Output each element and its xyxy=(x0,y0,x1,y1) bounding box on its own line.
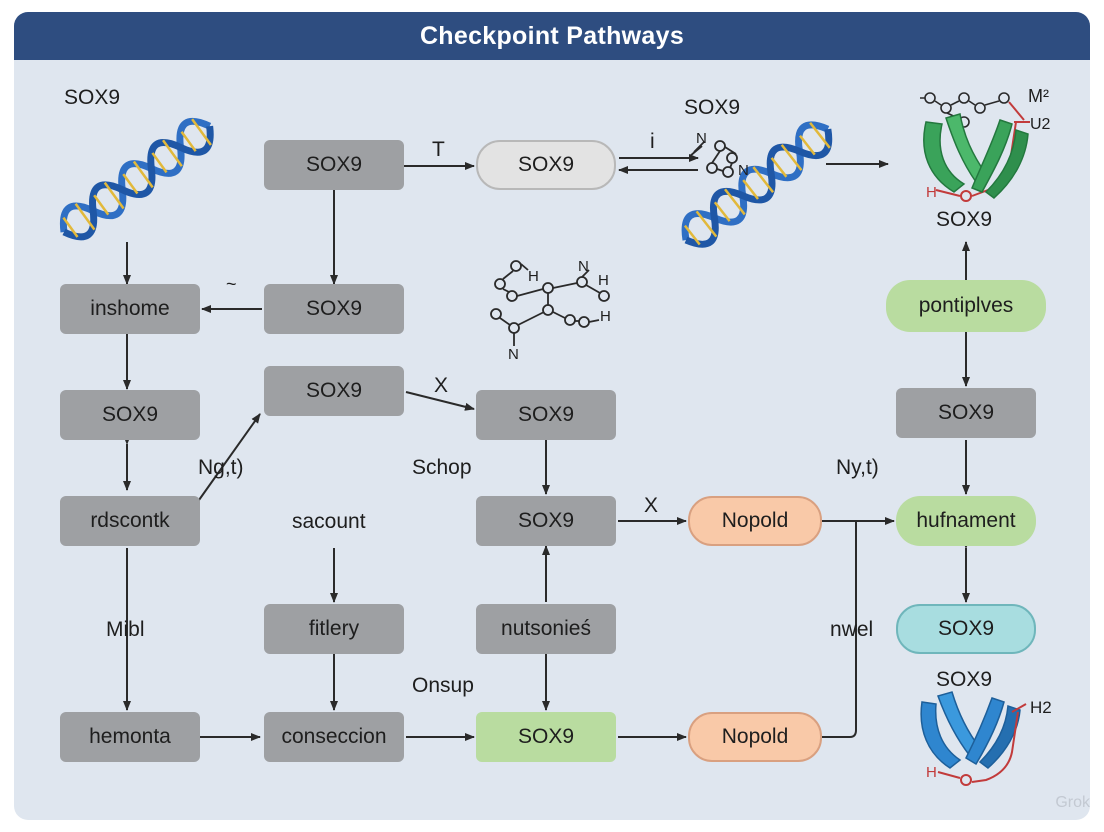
molecule-icon xyxy=(490,260,610,346)
label-mol-n-3: N xyxy=(578,258,589,275)
node-sox9-top[interactable]: SOX9 xyxy=(264,140,404,190)
label-ng: Ng,t) xyxy=(198,456,244,479)
node-sox9-green[interactable]: SOX9 xyxy=(476,712,616,762)
node-sox9-center[interactable]: SOX9 xyxy=(476,390,616,440)
dna-helix-icon xyxy=(681,121,833,248)
label-sox9-protein-top: SOX9 xyxy=(936,208,993,231)
label-sacount: sacount xyxy=(292,510,366,533)
node-nopold-1[interactable]: Nopold xyxy=(688,496,822,546)
node-fitlery[interactable]: fitlery xyxy=(264,604,404,654)
node-rdscontk[interactable]: rdscontk xyxy=(60,496,200,546)
label-h-top: H xyxy=(926,184,937,201)
dna-helix-icon xyxy=(59,117,214,241)
arrow-n20-to-merge xyxy=(822,521,857,738)
node-pontiplves[interactable]: pontiplves xyxy=(886,280,1046,332)
diagram-panel: Checkpoint Pathways xyxy=(14,12,1090,820)
edge-label-tilde: ~ xyxy=(226,274,237,294)
edge-label-t: T xyxy=(432,138,445,161)
diagram-title: Checkpoint Pathways xyxy=(14,12,1090,60)
watermark: Grok xyxy=(1055,794,1090,811)
edge-label-i: i xyxy=(650,130,655,153)
label-sox9-dna-top: SOX9 xyxy=(684,96,741,119)
node-hufnament[interactable]: hufnament xyxy=(896,496,1036,546)
label-mol-h-1: H xyxy=(528,268,539,285)
node-sox9-center-2[interactable]: SOX9 xyxy=(476,496,616,546)
label-mol-h-3: H xyxy=(600,308,611,325)
arrow-n6-to-n7 xyxy=(405,391,475,411)
node-sox9-right[interactable]: SOX9 xyxy=(896,388,1036,438)
label-schop: Schop xyxy=(412,456,472,479)
node-inshome[interactable]: SOX9 xyxy=(264,284,404,334)
label-h2: H2 xyxy=(1030,698,1052,717)
node-sox9-teal[interactable]: SOX9 xyxy=(896,604,1036,654)
edge-label-x-2: X xyxy=(644,494,659,517)
label-mol-n-1: N xyxy=(696,130,707,147)
arrow-n8-to-n6 xyxy=(198,413,261,501)
label-u2: U2 xyxy=(1030,116,1051,133)
label-mol-n-2: N xyxy=(738,162,749,179)
node-sox9-left-2[interactable]: SOX9 xyxy=(60,390,200,440)
label-sox9-protein-bottom: SOX9 xyxy=(936,668,993,691)
protein-ribbon-icon xyxy=(920,92,1030,202)
label-mol-n-4: N xyxy=(508,346,519,363)
protein-ribbon-icon xyxy=(920,691,1027,786)
node-sox9-left[interactable]: inshome xyxy=(60,284,200,334)
label-sox9-dna-left: SOX9 xyxy=(64,86,121,109)
node-nutsonies[interactable]: nutsonieś xyxy=(476,604,616,654)
label-ny: Ny,t) xyxy=(836,456,879,479)
edge-label-x-1: X xyxy=(434,374,449,397)
label-mol-h-2: H xyxy=(598,272,609,289)
node-nopold-2[interactable]: Nopold xyxy=(688,712,822,762)
node-hemonta[interactable]: hemonta xyxy=(60,712,200,762)
connector-layer xyxy=(123,154,970,741)
label-h-bottom: H xyxy=(926,764,937,781)
label-nwel: nwel xyxy=(830,618,874,641)
node-conseccion[interactable]: conseccion xyxy=(264,712,404,762)
node-sox9-pill[interactable]: SOX9 xyxy=(476,140,616,190)
molecule-icon xyxy=(689,140,738,178)
label-m2: M² xyxy=(1028,86,1049,106)
label-onsup: Onsup xyxy=(412,674,474,697)
node-sox9-mid[interactable]: SOX9 xyxy=(264,366,404,416)
label-mibl: Mibl xyxy=(106,618,145,641)
